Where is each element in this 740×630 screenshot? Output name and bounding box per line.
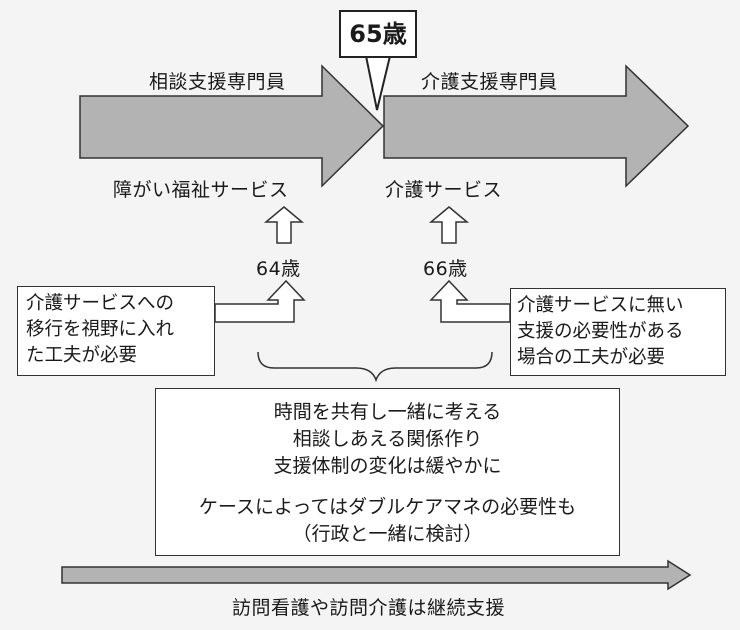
- bottom-flow-arrow: [61, 559, 692, 591]
- left-note: 介護サービスへの 移行を視野に入れ た工夫が必要: [17, 286, 215, 376]
- brace: [257, 351, 493, 383]
- center-note-line: 支援体制の変化は緩やかに: [273, 455, 502, 477]
- left-arrow-title: 相談支援専門員: [149, 71, 286, 93]
- age-label-64: 64歳: [256, 258, 301, 280]
- up-arrow-left: [263, 206, 305, 244]
- center-note: 時間を共有し一緒に考える 相談しあえる関係作り 支援体制の変化は緩やかに ケース…: [155, 388, 620, 556]
- right-arrow-service: 介護サービス: [385, 179, 503, 201]
- left-note-line: 移行を視野に入れ: [26, 319, 175, 340]
- left-arrow-service: 障がい福祉サービス: [113, 179, 289, 201]
- elbow-arrow-right: [429, 279, 511, 323]
- right-note-line: 場合の工夫が必要: [517, 347, 666, 368]
- left-note-line: 介護サービスへの: [26, 293, 175, 314]
- age-badge-65: 65歳: [339, 10, 417, 58]
- left-note-line: た工夫が必要: [26, 345, 138, 366]
- left-flow-arrow: [79, 64, 385, 188]
- center-note-line: 時間を共有し一緒に考える: [273, 401, 502, 423]
- age-label-66: 66歳: [423, 258, 468, 280]
- right-flow-arrow: [383, 64, 690, 188]
- bottom-arrow-label: 訪問看護や訪問介護は継続支援: [232, 597, 506, 619]
- center-note-line: （行政と一緒に検討）: [292, 523, 483, 545]
- right-arrow-title: 介護支援専門員: [421, 71, 558, 93]
- center-note-line: ケースによってはダブルケアマネの必要性も: [198, 496, 577, 518]
- right-note-line: 支援の必要性がある: [517, 321, 684, 342]
- elbow-arrow-left: [214, 279, 306, 323]
- up-arrow-right: [428, 206, 470, 244]
- right-note-line: 介護サービスに無い: [517, 295, 684, 316]
- center-note-line: 相談しあえる関係作り: [292, 428, 483, 450]
- right-note: 介護サービスに無い 支援の必要性がある 場合の工夫が必要: [510, 288, 726, 376]
